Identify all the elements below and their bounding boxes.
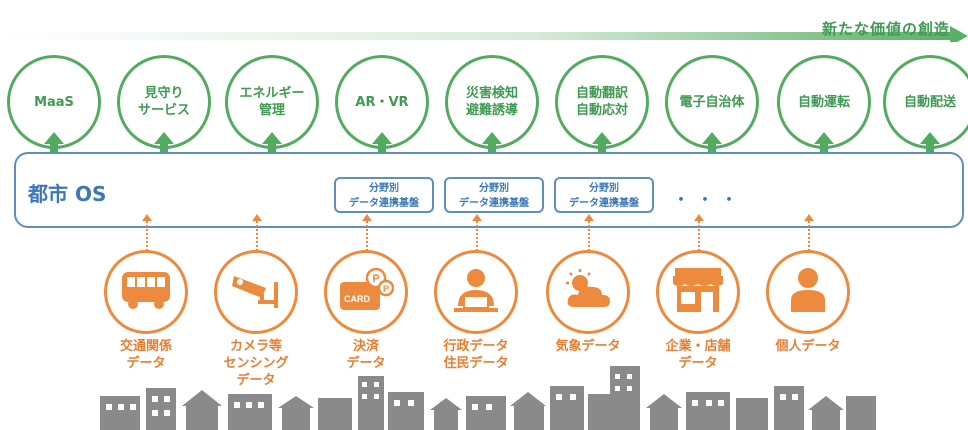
connector-arrowhead <box>584 214 594 221</box>
platform-line2: データ連携基盤 <box>459 198 529 209</box>
data-source-circle-7 <box>766 250 850 334</box>
weather-icon <box>560 267 616 317</box>
service-label-line: AR・VR <box>355 94 409 110</box>
data-source-circle-4 <box>434 250 518 334</box>
data-source-circle-2 <box>214 250 298 334</box>
svg-text:P: P <box>372 273 379 285</box>
data-source-label-line: 企業・店舗 <box>665 339 731 354</box>
data-connector <box>808 221 810 251</box>
service-label-line: 災害検知 <box>465 86 518 101</box>
data-source-label: 企業・店舗データ <box>638 338 758 372</box>
data-source-circle-5 <box>546 250 630 334</box>
data-source-label-line: 気象データ <box>555 339 621 354</box>
service-label-line: 自動配送 <box>903 94 956 110</box>
connector-arrowhead <box>142 214 152 221</box>
data-source-label-line: センシング <box>223 356 289 371</box>
storefront-icon <box>671 266 725 318</box>
data-platform-2: 分野別 データ連携基盤 <box>444 177 544 213</box>
banner-title: 新たな価値の創造 <box>821 20 950 38</box>
service-circle-9: 自動配送 <box>883 55 968 149</box>
data-connector <box>146 221 148 251</box>
platform-line1: 分野別 <box>479 183 509 194</box>
service-label-line: 見守り <box>144 86 184 101</box>
data-source-label-line: 住民データ <box>443 356 509 371</box>
data-source-label: 交通関係データ <box>86 338 206 372</box>
data-connector <box>366 221 368 251</box>
svg-text:P: P <box>383 284 389 294</box>
data-platform-3: 分野別 データ連携基盤 <box>554 177 654 213</box>
value-creation-arrow <box>0 26 968 46</box>
security-camera-icon <box>230 268 282 316</box>
data-connector <box>588 221 590 251</box>
city-skyline <box>100 366 876 430</box>
more-platforms-ellipsis: ・・・ <box>672 190 744 211</box>
connector-arrowhead <box>694 214 704 221</box>
data-source-circle-6 <box>656 250 740 334</box>
service-label-line: MaaS <box>34 94 74 110</box>
service-label-line: 電子自治体 <box>679 94 745 110</box>
data-source-circle-1 <box>104 250 188 334</box>
value-creation-banner: 新たな価値の創造 <box>0 8 968 46</box>
platform-line2: データ連携基盤 <box>569 198 639 209</box>
platform-line1: 分野別 <box>369 183 399 194</box>
city-os-label: 都市 OS <box>28 182 107 206</box>
data-source-label-line: 個人データ <box>775 339 841 354</box>
bus-icon <box>120 268 172 316</box>
data-source-label-line: カメラ等 <box>229 339 282 354</box>
connector-arrowhead <box>472 214 482 221</box>
data-source-label: カメラ等センシングデータ <box>196 338 316 389</box>
service-label-line: 避難誘導 <box>465 103 518 118</box>
service-label-line: 管理 <box>258 103 285 118</box>
platform-line1: 分野別 <box>589 183 619 194</box>
data-source-label-line: データ <box>126 356 166 371</box>
person-icon <box>783 266 833 318</box>
data-source-label-line: データ <box>346 356 386 371</box>
data-source-label-line: データ <box>678 356 718 371</box>
connector-arrowhead <box>804 214 814 221</box>
data-platform-1: 分野別 データ連携基盤 <box>334 177 434 213</box>
data-source-label: 気象データ <box>528 338 648 355</box>
data-source-label-line: 決済 <box>352 339 379 354</box>
data-source-label-line: データ <box>236 373 276 388</box>
data-source-label: 行政データ住民データ <box>416 338 536 372</box>
service-label-line: 自動翻訳 <box>575 86 628 101</box>
data-connector <box>256 221 258 251</box>
connector-arrowhead <box>252 214 262 221</box>
service-label-line: 自動運転 <box>797 94 850 110</box>
service-label-line: サービス <box>137 103 190 118</box>
service-label-line: 自動応対 <box>575 103 628 118</box>
service-label-line: エネルギー <box>239 86 305 101</box>
data-connector <box>698 221 700 251</box>
data-source-label: 決済データ <box>306 338 426 372</box>
data-source-label: 個人データ <box>748 338 868 355</box>
connector-arrowhead <box>362 214 372 221</box>
data-connector <box>476 221 478 251</box>
government-worker-icon <box>450 266 502 318</box>
data-source-label-line: 行政データ <box>443 339 509 354</box>
platform-line2: データ連携基盤 <box>349 198 419 209</box>
data-source-label-line: 交通関係 <box>119 339 172 354</box>
card-text: CARD <box>344 294 370 304</box>
